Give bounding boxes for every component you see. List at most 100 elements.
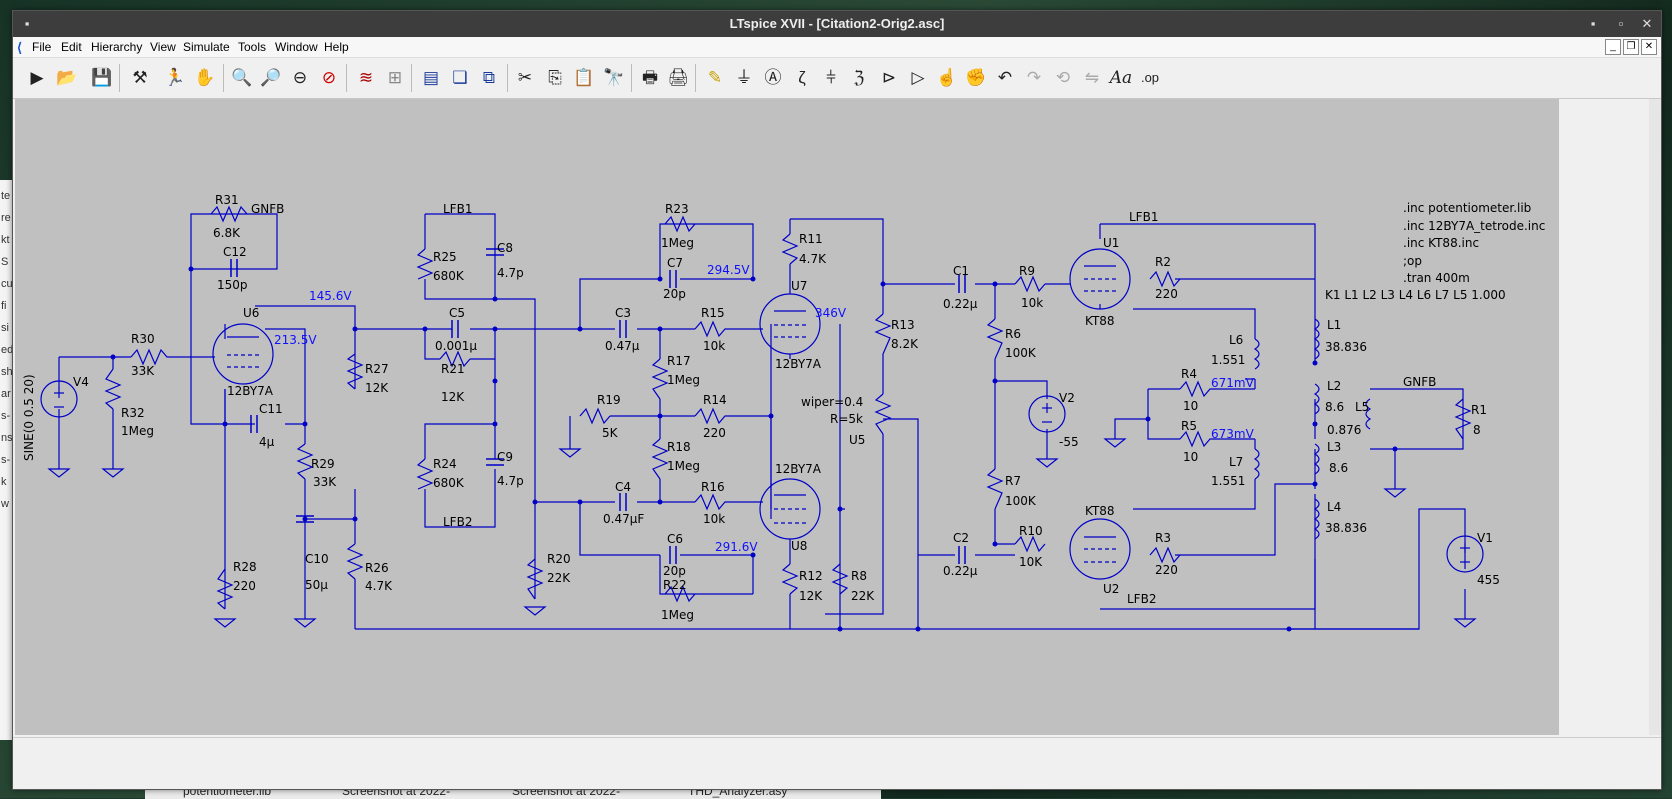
directive-6: K1 L1 L2 L3 L4 L6 L7 L5 1.000 xyxy=(1325,288,1506,302)
label-c8: C8 xyxy=(497,241,513,255)
label-r30: R30 xyxy=(131,332,155,346)
maximize-icon[interactable]: ▫ xyxy=(1618,16,1624,31)
mirror-icon[interactable]: ⇋ xyxy=(1084,68,1100,87)
paste-icon[interactable]: 📋 xyxy=(573,68,595,87)
ltspice-window: ▪ LTspice XVII - [Citation2-Orig2.asc] ▪… xyxy=(12,10,1662,790)
label-r3: R3 xyxy=(1155,531,1171,545)
directive-3: .inc KT88.inc xyxy=(1403,236,1479,250)
label-gnfb: GNFB xyxy=(251,202,284,216)
drag-icon[interactable]: ✊ xyxy=(965,68,987,87)
grid-icon[interactable]: ⊞ xyxy=(387,68,403,87)
label-c4-value: 0.47µF xyxy=(603,512,644,526)
label-r15: R15 xyxy=(701,306,725,320)
label-r27-value: 12K xyxy=(365,381,389,395)
halt-icon[interactable]: 🏃 xyxy=(164,68,186,87)
close-windows-icon[interactable]: ⧉ xyxy=(482,68,496,87)
label-lfb1-net: LFB1 xyxy=(443,202,472,216)
mdi-close-icon[interactable]: ✕ xyxy=(1641,39,1657,55)
label-c7-value: 20p xyxy=(663,287,686,301)
label-l3-value: 8.6 xyxy=(1329,461,1348,475)
label-r25: R25 xyxy=(433,250,457,264)
find-icon[interactable]: 🔭 xyxy=(603,68,625,87)
label-c2-value: 0.22µ xyxy=(943,564,978,578)
label-r28-value: 220 xyxy=(233,579,256,593)
label-c5-value: 0.001µ xyxy=(435,339,477,353)
menu-window[interactable]: Window xyxy=(275,40,318,54)
label-net-icon[interactable]: Ⓐ xyxy=(764,68,782,87)
menu-edit[interactable]: Edit xyxy=(61,40,82,54)
label-lfb2-net: LFB2 xyxy=(443,515,472,529)
capacitor-icon[interactable]: ⫩ xyxy=(826,68,836,87)
voltage-u7-plate: 294.5V xyxy=(707,263,750,277)
label-c6-value: 20p xyxy=(663,564,686,578)
cascade-icon[interactable]: ❏ xyxy=(452,68,468,87)
label-u7: U7 xyxy=(791,279,807,293)
zoom-in-icon[interactable]: 🔍 xyxy=(231,68,253,87)
resistor-symbols xyxy=(104,205,1472,610)
ground-icon[interactable]: ⏚ xyxy=(735,68,753,87)
label-r26: R26 xyxy=(365,561,389,575)
tile-horizontal-icon[interactable]: ▤ xyxy=(422,68,440,87)
label-r21: R21 xyxy=(441,362,465,376)
mdi-minimize-icon[interactable]: _ xyxy=(1605,39,1621,55)
redo-icon[interactable]: ↷ xyxy=(1026,68,1042,87)
label-r13-value: 8.2K xyxy=(891,337,919,351)
menu-simulate[interactable]: Simulate xyxy=(183,40,230,54)
component-icon[interactable]: ▷ xyxy=(911,68,925,87)
label-c3: C3 xyxy=(615,306,631,320)
minimize-icon[interactable]: ▪ xyxy=(1590,16,1596,31)
label-u6-type: 12BY7A xyxy=(227,384,274,398)
zoom-out-icon[interactable]: ⊖ xyxy=(292,68,308,87)
draw-wire-icon[interactable]: ✎ xyxy=(707,68,723,87)
run-icon[interactable]: ▶ xyxy=(30,68,44,87)
pan-hand-icon[interactable]: ✋ xyxy=(194,68,216,87)
window-title: LTspice XVII - [Citation2-Orig2.asc] xyxy=(729,16,945,31)
menu-file[interactable]: File xyxy=(32,40,52,54)
voltage-r4: 671mV xyxy=(1211,376,1255,390)
zoom-cancel-icon[interactable]: ⊘ xyxy=(321,68,337,87)
label-lfb1-tube: LFB1 xyxy=(1129,210,1158,224)
zoom-area-icon[interactable]: 🔎 xyxy=(260,68,282,87)
label-u7-type: 12BY7A xyxy=(775,357,822,371)
title-bar[interactable]: ▪ LTspice XVII - [Citation2-Orig2.asc] ▪… xyxy=(13,11,1661,37)
control-panel-icon[interactable]: ⚒ xyxy=(132,68,148,87)
label-c4: C4 xyxy=(615,480,631,494)
menu-help[interactable]: Help xyxy=(324,40,349,54)
inductor-icon[interactable]: ℨ xyxy=(853,68,865,87)
rotate-icon[interactable]: ⟲ xyxy=(1055,68,1071,87)
schematic-canvas[interactable]: R31 6.8K GNFB C12 150p R30 33K V4 SINE(0… xyxy=(15,99,1559,735)
directive-5: .tran 400m xyxy=(1403,271,1470,285)
label-r9-value: 10k xyxy=(1021,296,1043,310)
menu-hierarchy[interactable]: Hierarchy xyxy=(91,40,143,54)
resistor-icon[interactable]: ζ xyxy=(798,68,806,87)
text-icon[interactable]: Aa xyxy=(1109,68,1133,88)
label-r8: R8 xyxy=(851,569,867,583)
label-c7: C7 xyxy=(667,256,683,270)
window-menu-icon[interactable]: ▪ xyxy=(24,16,30,31)
print-setup-icon[interactable]: 🖶 xyxy=(641,68,659,87)
copy-icon[interactable]: ⎘ xyxy=(548,68,562,87)
open-icon[interactable]: 📂 xyxy=(56,68,78,87)
label-c1: C1 xyxy=(953,264,969,278)
cut-icon[interactable]: ✂ xyxy=(517,68,533,87)
spice-directive-icon[interactable]: .op xyxy=(1140,70,1160,85)
voltage-u8-plate: 291.6V xyxy=(715,540,758,554)
print-icon[interactable]: 🖨 xyxy=(667,68,689,87)
vertical-scrollbar[interactable] xyxy=(1649,99,1661,735)
label-r31: R31 xyxy=(215,193,239,207)
autorange-icon[interactable]: ≋ xyxy=(358,68,374,87)
save-icon[interactable]: 💾 xyxy=(91,68,113,87)
undo-icon[interactable]: ↶ xyxy=(997,68,1013,87)
label-c10: C10 xyxy=(305,552,329,566)
move-icon[interactable]: ☝ xyxy=(936,68,958,87)
diode-icon[interactable]: ⊳ xyxy=(881,68,897,87)
mdi-restore-icon[interactable]: ❐ xyxy=(1623,39,1639,55)
label-r21-value: 12K xyxy=(441,390,465,404)
menu-tools[interactable]: Tools xyxy=(238,40,267,54)
menu-view[interactable]: View xyxy=(150,40,176,54)
label-r11-value: 4.7K xyxy=(799,252,827,266)
directive-1: .inc potentiometer.lib xyxy=(1403,201,1531,215)
label-r24-value: 680K xyxy=(433,476,465,490)
close-icon[interactable]: ✕ xyxy=(1641,16,1653,31)
